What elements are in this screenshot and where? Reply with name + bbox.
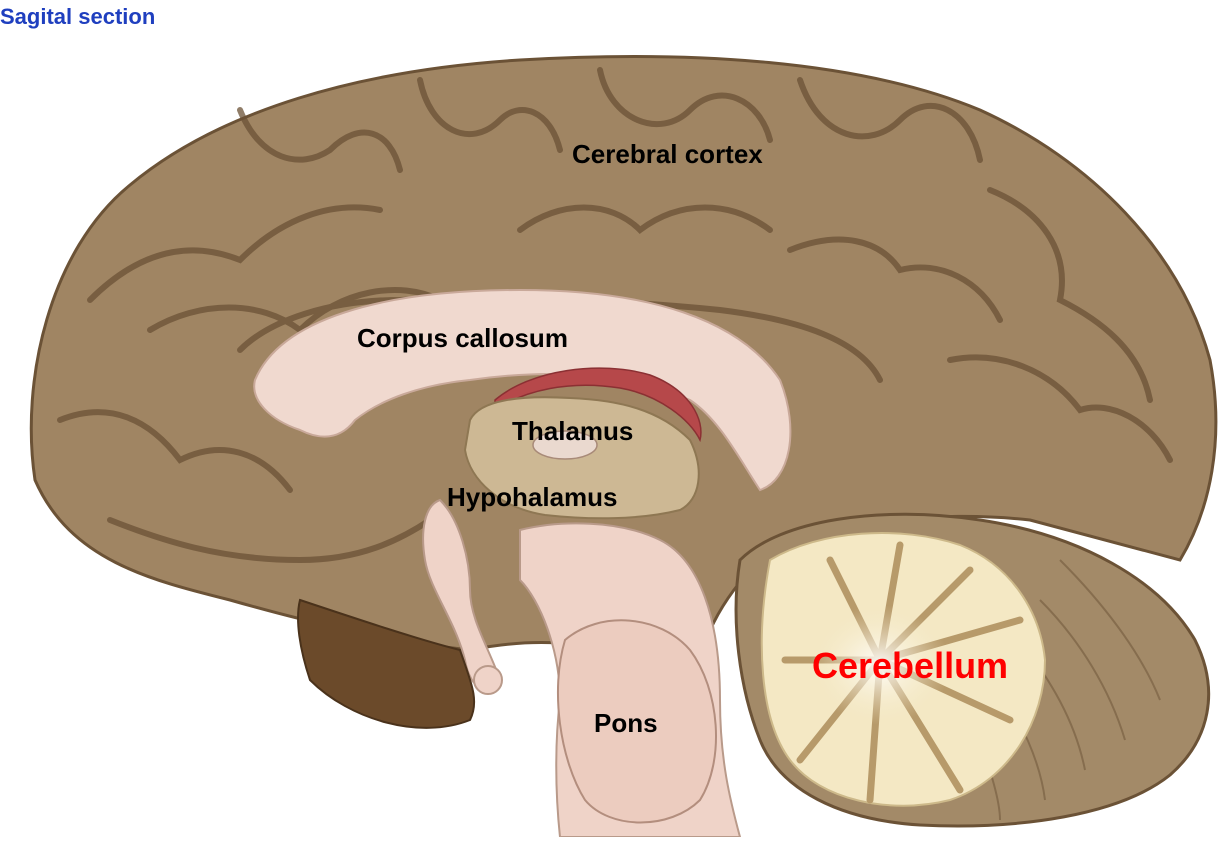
page-title: Sagital section xyxy=(0,4,155,30)
label-thalamus: Thalamus xyxy=(512,416,633,447)
label-pons: Pons xyxy=(594,708,658,739)
label-cerebral-cortex: Cerebral cortex xyxy=(572,139,763,170)
label-hypothalamus: Hypohalamus xyxy=(447,482,618,513)
label-cerebellum: Cerebellum xyxy=(812,645,1008,687)
label-corpus-callosum: Corpus callosum xyxy=(357,323,568,354)
pituitary xyxy=(474,666,502,694)
